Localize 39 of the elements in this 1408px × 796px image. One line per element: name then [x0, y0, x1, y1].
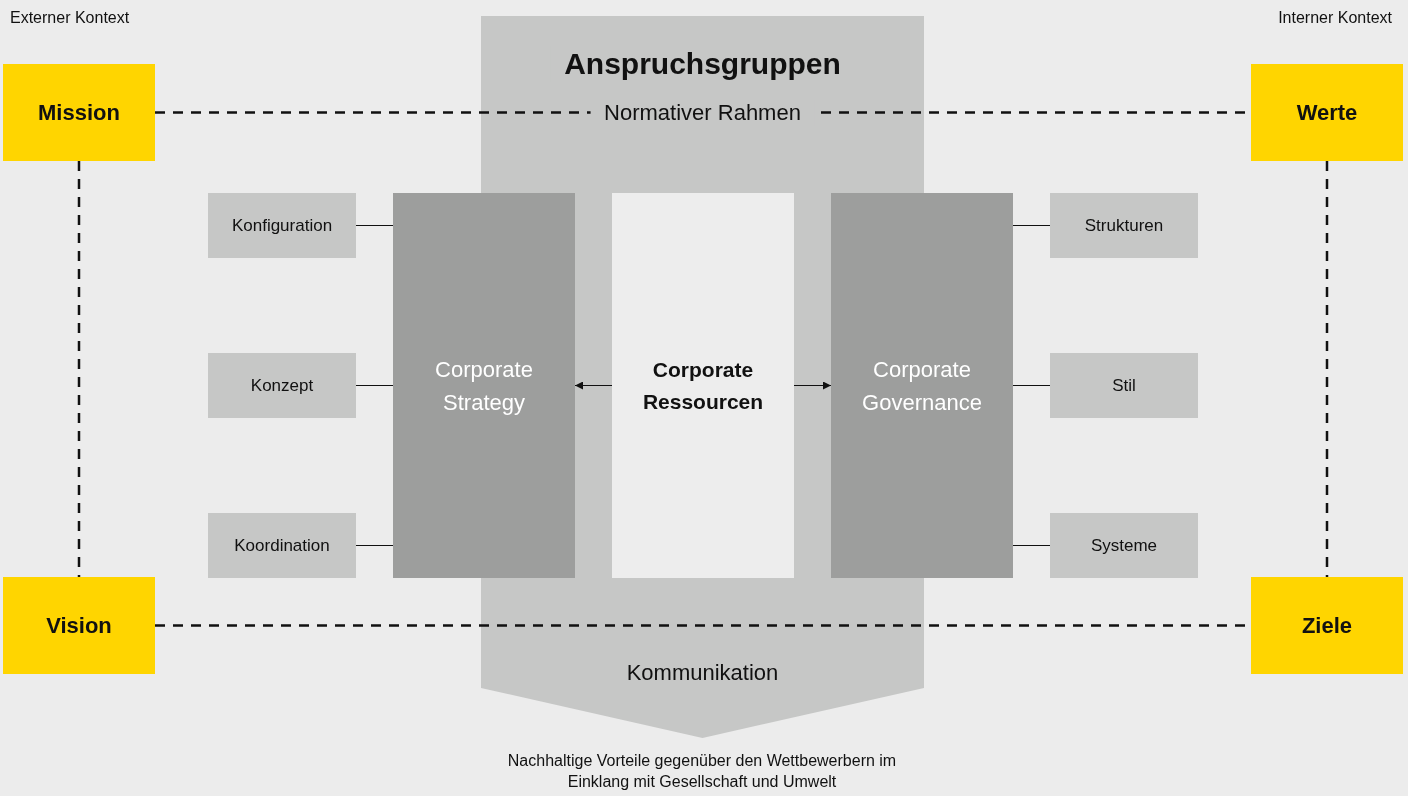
topic-box: [1050, 513, 1198, 578]
topic-box: [1050, 193, 1198, 258]
context-label: Externer Kontext: [10, 9, 130, 27]
arrow: [574, 381, 613, 390]
connector-line: [355, 384, 394, 387]
connector-line: [1012, 544, 1051, 547]
connector-line: [1012, 384, 1051, 387]
box-label: Corporate Strategy: [434, 355, 534, 417]
context-box: [1251, 64, 1403, 161]
context-box: [3, 64, 155, 161]
connector-line: [355, 224, 394, 227]
box-label: Corporate Governance: [861, 355, 983, 417]
box-label: Koordination: [234, 534, 330, 557]
topic-box: [208, 353, 356, 418]
topic-box: [208, 513, 356, 578]
box-label: Systeme: [1090, 534, 1158, 557]
box-label: Stil: [1112, 374, 1136, 397]
resource-box: [612, 193, 794, 578]
caption: Nachhaltige Vorteile gegenüber den Wettbewerbern im Einklang mit Gesellschaft und Umwelt: [506, 751, 898, 792]
pillar-box: [831, 193, 1013, 578]
pillar-box: [393, 193, 575, 578]
topic-box: [1050, 353, 1198, 418]
context-box: [3, 577, 155, 674]
connector-line: [1012, 224, 1051, 227]
connector-line: [355, 544, 394, 547]
context-label: Interner Kontext: [1278, 9, 1392, 27]
box-label: Ziele: [1301, 612, 1353, 640]
arrow: [793, 381, 832, 390]
context-box: [1251, 577, 1403, 674]
box-label: Konfiguration: [231, 214, 333, 237]
dashed-line: [1325, 161, 1329, 577]
box-label: Werte: [1296, 99, 1358, 127]
box-label: Konzept: [250, 374, 314, 397]
box-label: Corporate Ressourcen: [641, 357, 765, 415]
topic-box: [208, 193, 356, 258]
dashed-line: [77, 161, 81, 577]
box-label: Vision: [46, 612, 112, 640]
box-label: Strukturen: [1084, 214, 1164, 237]
box-label: Mission: [38, 99, 120, 127]
